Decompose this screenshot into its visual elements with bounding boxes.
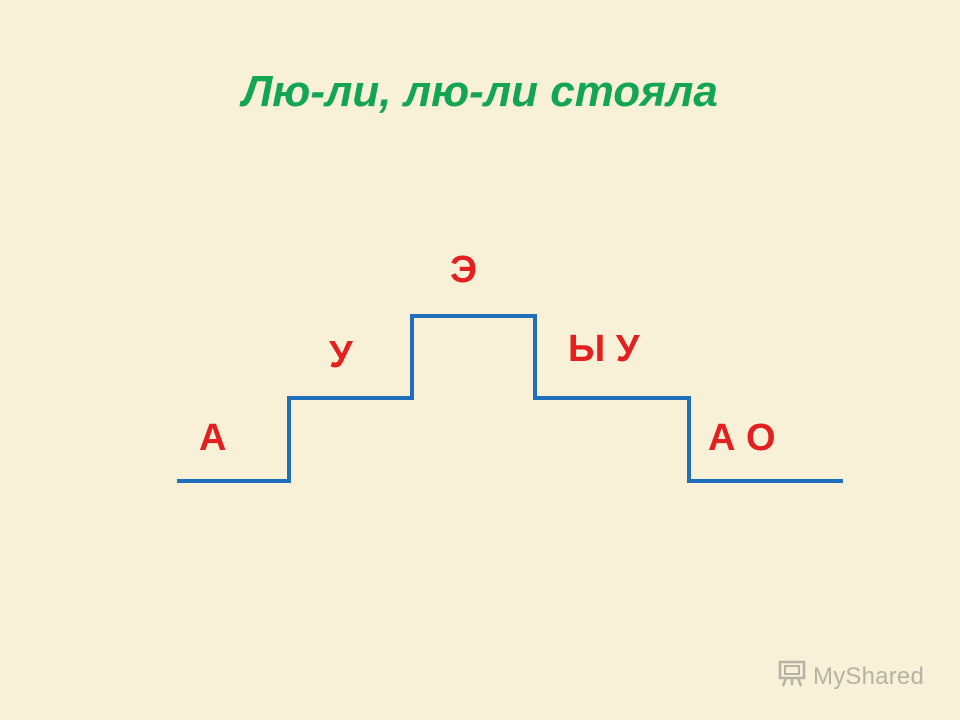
letter-step2-left: У — [329, 334, 353, 376]
letter-step1-left: А — [199, 417, 227, 459]
letters-step2-right: Ы У — [568, 328, 640, 370]
watermark-text: MyShared — [813, 662, 924, 690]
watermark: MyShared — [777, 659, 924, 694]
letter-step3-top: Э — [450, 249, 478, 291]
slide-title: Лю-ли, лю-ли стояла — [242, 67, 718, 116]
pitch-step-line — [177, 314, 843, 483]
letters-step1-right: А О — [708, 417, 776, 459]
presentation-board-icon — [777, 659, 807, 694]
